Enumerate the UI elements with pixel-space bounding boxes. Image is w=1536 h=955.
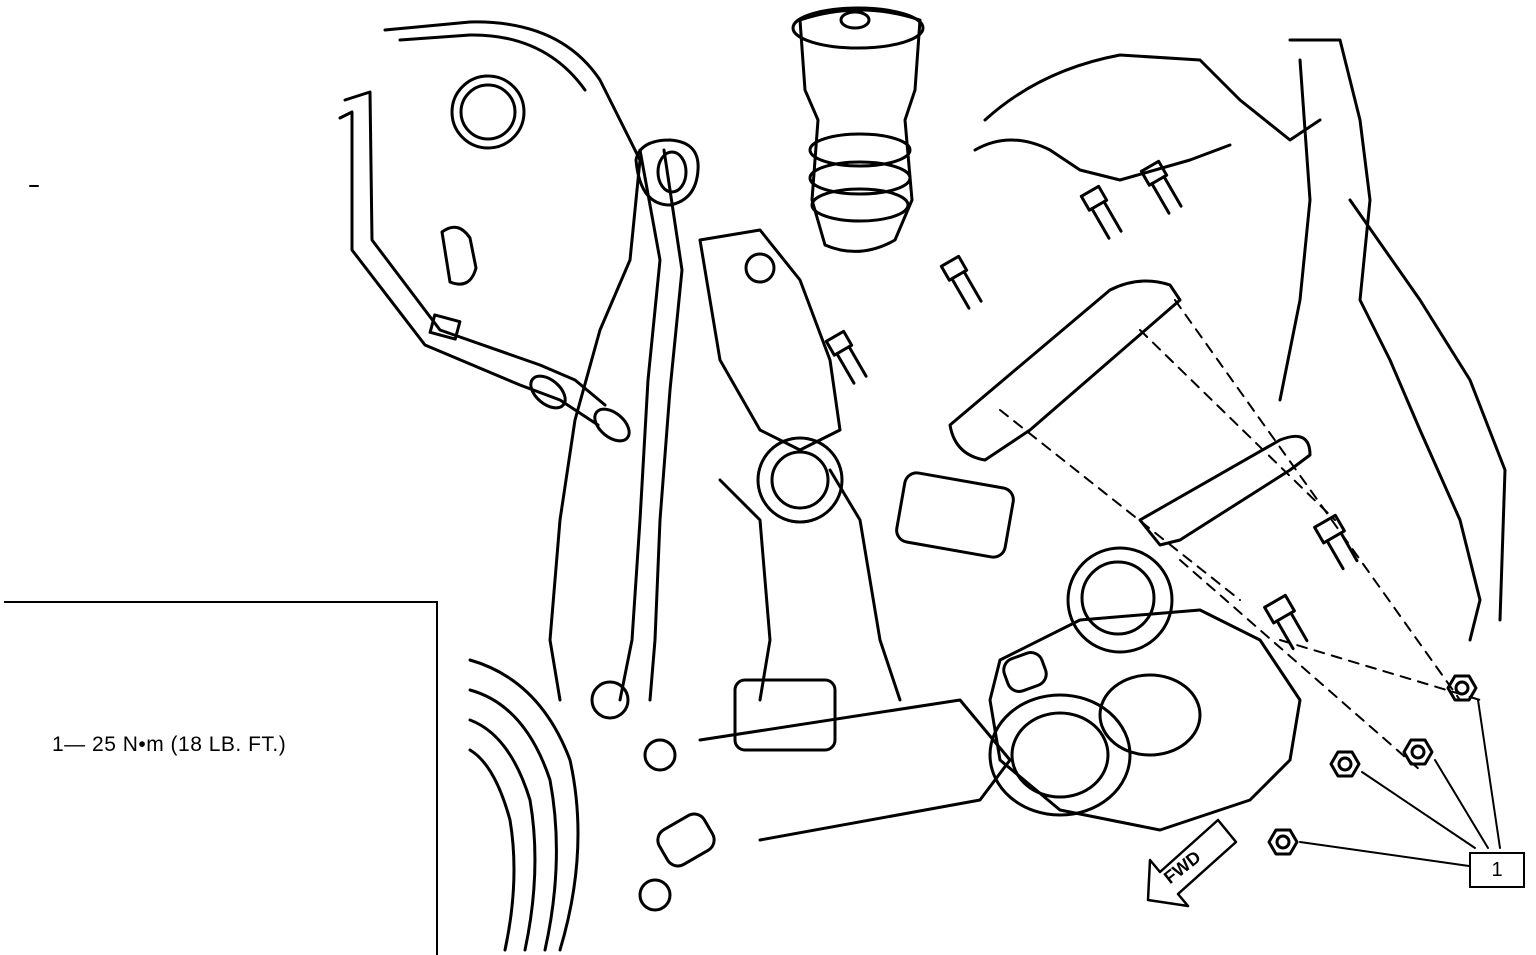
block-lower-rail xyxy=(698,698,1012,842)
upper-hose-outline xyxy=(983,53,1322,142)
pump-hub-inner xyxy=(1010,711,1110,799)
callout-leaders xyxy=(1299,699,1501,867)
nut-2 xyxy=(1402,738,1434,766)
pump-body xyxy=(988,608,1302,832)
upper-bolt-4 xyxy=(824,329,868,385)
upper-hose-lower xyxy=(973,138,1232,182)
pipe-end-right xyxy=(593,407,631,443)
lower-bolt-2 xyxy=(643,738,677,772)
crank-pulley-outer xyxy=(468,658,580,952)
crank-pulley-groove-1 xyxy=(468,688,558,952)
pump-pulley-flange xyxy=(1098,673,1202,757)
right-outer-line xyxy=(1348,198,1507,622)
nut-4 xyxy=(1267,828,1299,856)
right-housing-edge xyxy=(1278,58,1312,402)
right-manifold-edge xyxy=(1288,38,1482,642)
seal-inner xyxy=(770,450,830,510)
pump-plate-outline xyxy=(1138,434,1312,547)
upper-bolt-2 xyxy=(1139,159,1183,215)
pump-hub-outer xyxy=(988,693,1132,817)
pump-inlet-inner xyxy=(1080,560,1156,636)
coolant-pipe-lower xyxy=(338,110,600,427)
pump-stud-2 xyxy=(1263,593,1309,651)
cover-plug-inner xyxy=(459,83,517,141)
cover-plug-outer xyxy=(450,74,526,150)
nut-1 xyxy=(1446,674,1478,702)
crank-pulley-groove-3 xyxy=(468,748,516,952)
torque-spec-text: 1— 25 N•m (18 LB. FT.) xyxy=(52,733,287,756)
pipe-clip xyxy=(428,313,462,341)
fwd-arrow xyxy=(1146,818,1238,908)
pipe-bracket xyxy=(440,225,478,286)
dipstick-loop-hole xyxy=(656,150,688,194)
lower-sleeve xyxy=(656,812,716,868)
thermostat-cap-bolt xyxy=(839,10,871,30)
block-web xyxy=(718,468,902,702)
lower-bolt-1 xyxy=(590,680,630,720)
pump-inlet-outer xyxy=(1066,546,1174,654)
thermostat-band-3 xyxy=(810,187,910,223)
thermostat-neck-outer xyxy=(798,8,922,253)
nut-3 xyxy=(1329,750,1361,778)
thermostat-cap-top xyxy=(791,6,925,50)
timing-cover-inner xyxy=(398,33,587,92)
alignment-lines xyxy=(999,299,1481,771)
water-pump-gasket xyxy=(948,279,1182,462)
upper-bolt-3 xyxy=(939,254,983,310)
pump-stud-1 xyxy=(1313,513,1359,571)
pump-nipple xyxy=(1002,651,1048,693)
bracket-bolt xyxy=(744,252,776,284)
seal-outer xyxy=(756,436,844,524)
crank-pulley-groove-2 xyxy=(468,718,537,952)
dipstick-tube-right xyxy=(648,148,684,702)
coolant-pipe-upper xyxy=(343,90,607,407)
timing-cover-outline xyxy=(383,20,642,702)
pipe-end-left xyxy=(529,374,567,410)
torque-legend-box: 1— 25 N•m (18 LB. FT.) xyxy=(4,601,438,955)
dipstick-loop xyxy=(634,138,700,207)
alternator-bracket xyxy=(698,228,842,452)
dipstick-tube-left xyxy=(618,148,662,702)
block-boss-1 xyxy=(895,471,1015,559)
lower-bolt-3 xyxy=(638,878,672,912)
callout-label-box: 1 xyxy=(1469,852,1525,888)
upper-bolt-1 xyxy=(1079,184,1123,240)
thermostat-band-1 xyxy=(808,132,912,168)
block-boss-2 xyxy=(733,678,837,752)
thermostat-band-2 xyxy=(808,160,912,196)
